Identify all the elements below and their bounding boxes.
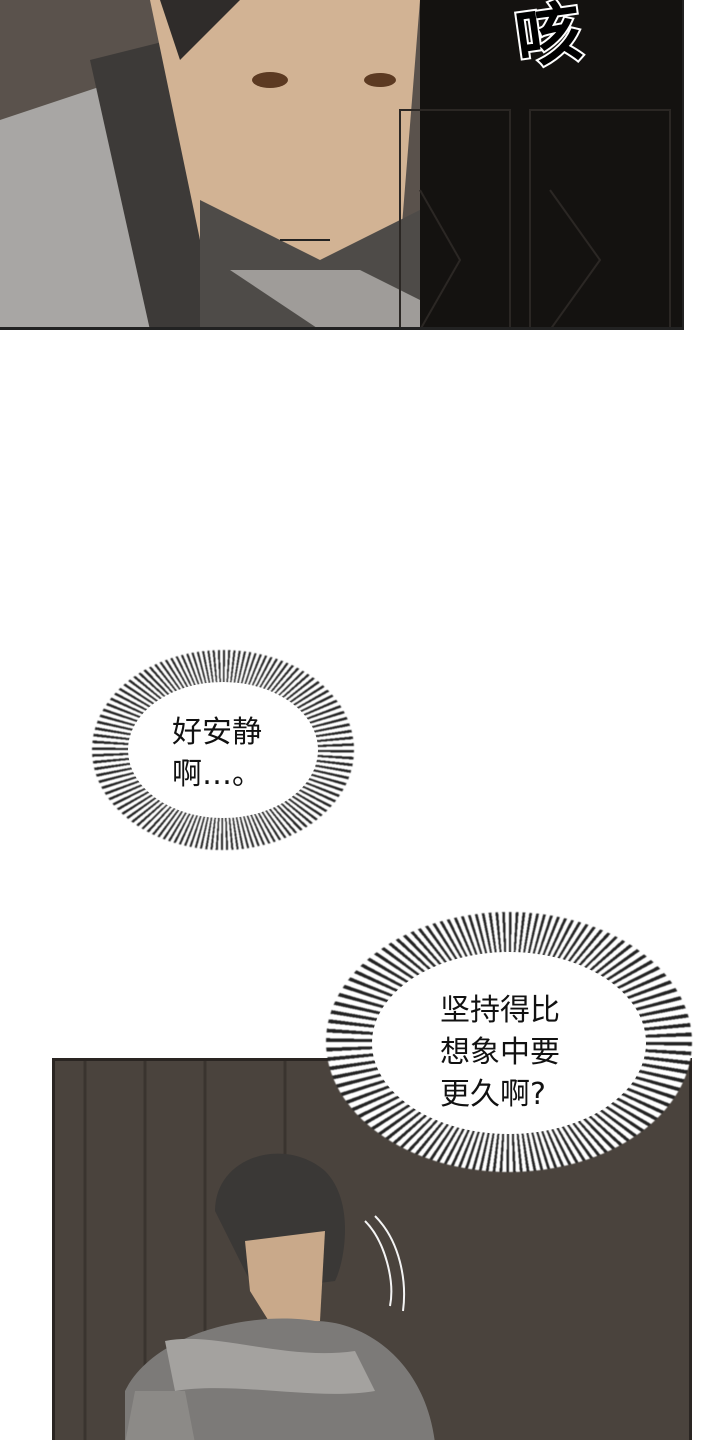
bubble-line: 坚持得比 — [440, 993, 560, 1028]
bubble-line: 好安静 — [172, 715, 262, 750]
bubble-line: 啊…。 — [172, 757, 262, 792]
thought-bubble-text: 坚持得比 想象中要 更久啊? — [440, 990, 560, 1116]
thought-bubble — [372, 952, 646, 1134]
thought-bubble-text: 好安静 啊…。 — [172, 712, 262, 796]
bubble-line: 想象中要 — [440, 1035, 560, 1070]
bubble-line: 更久啊? — [440, 1077, 546, 1112]
comic-panel-closeup: 咳 — [0, 0, 684, 330]
thought-bubble — [128, 682, 318, 818]
sound-effect-text: 咳 — [509, 0, 589, 80]
character-closeup-illustration — [0, 0, 682, 327]
